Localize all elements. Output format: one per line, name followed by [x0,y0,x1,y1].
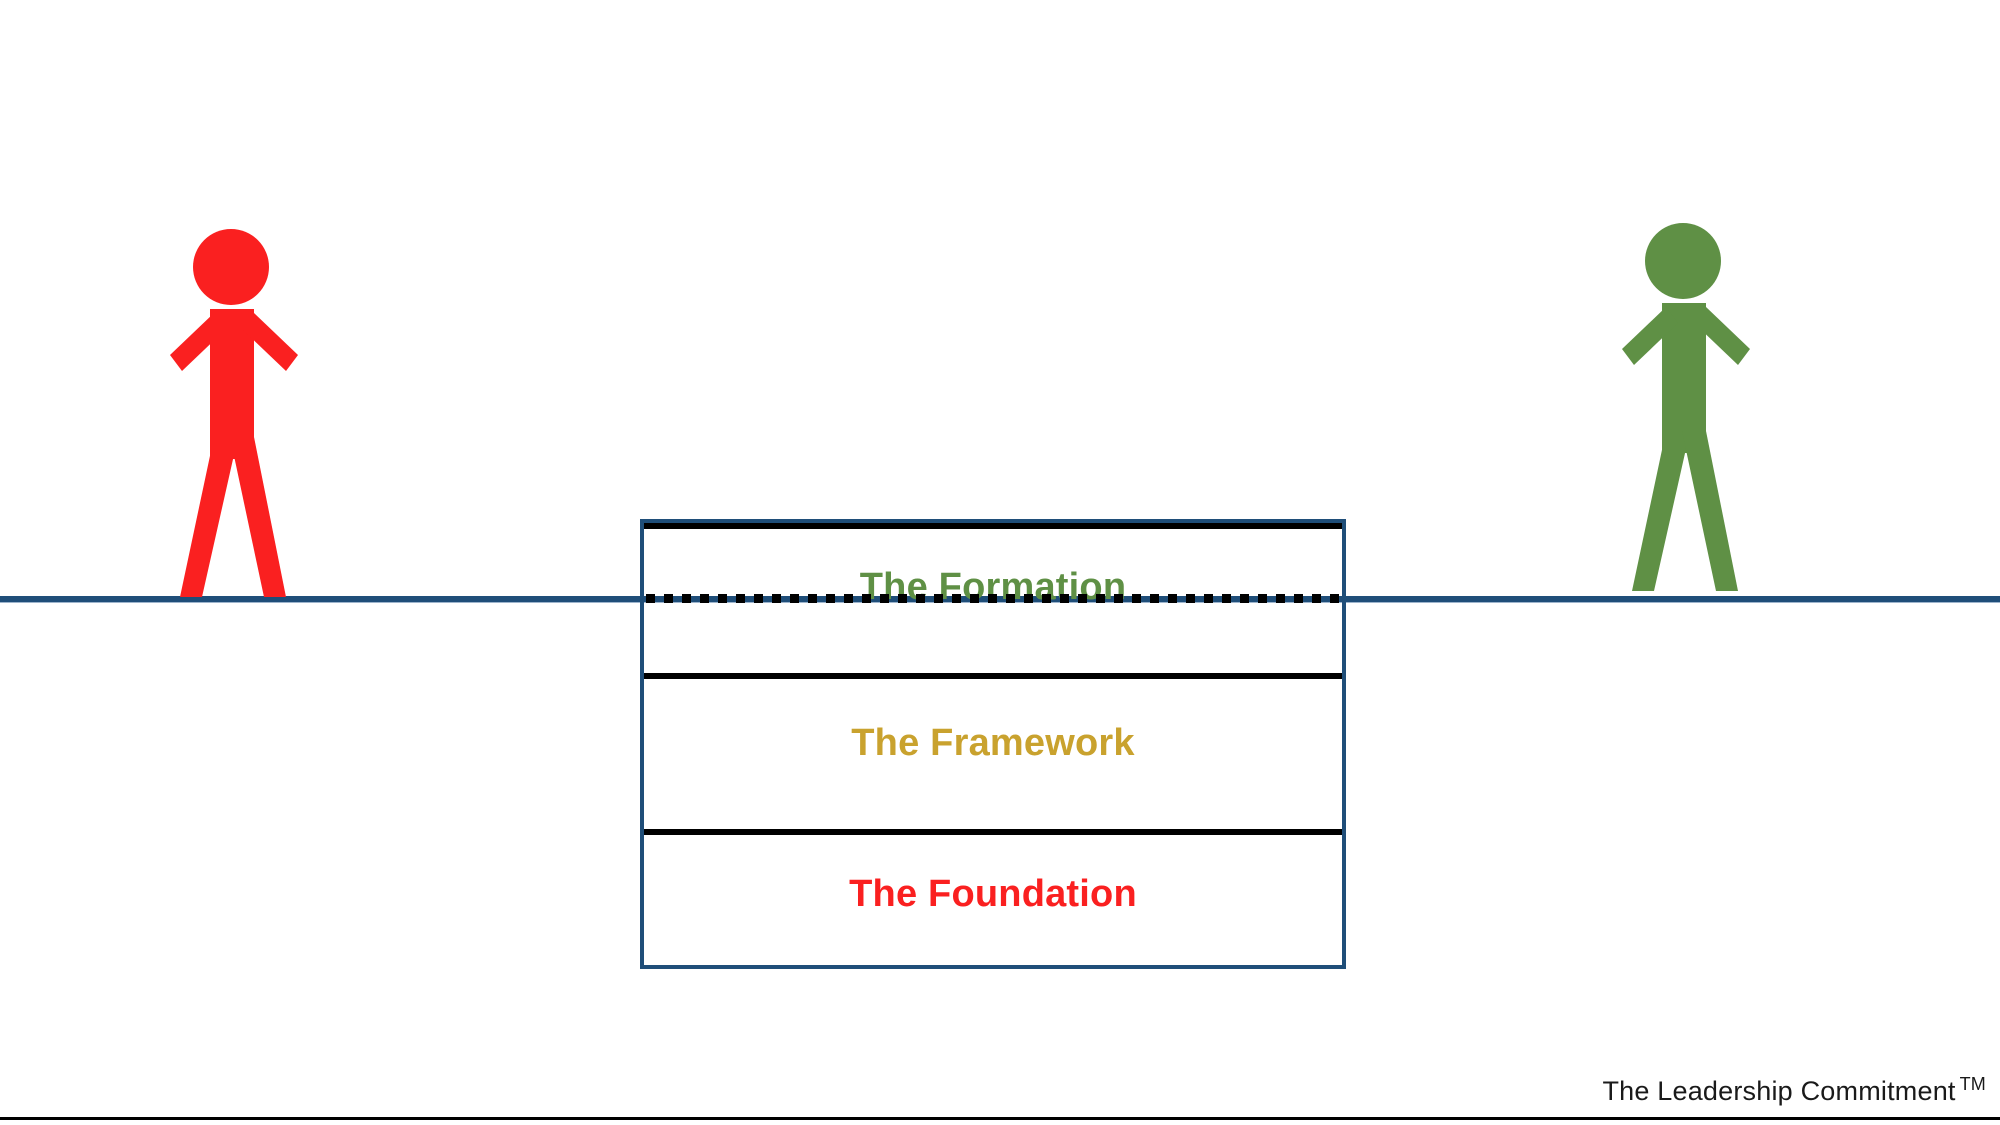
band-framework-label: The Framework [851,722,1135,764]
footer-rule [0,1117,2000,1120]
band-framework: The Framework [644,673,1342,829]
red-person-icon [170,229,298,597]
footer-brand-text: The Leadership Commitment [1602,1076,1956,1106]
red-person-figure [170,225,315,610]
band-foundation-label: The Foundation [849,873,1137,915]
dotted-waterline [646,594,1342,603]
three-layer-stack: The Formation The Framework The Foundati… [640,519,1346,969]
green-person-icon [1622,223,1750,591]
trademark-symbol: TM [1959,1074,1986,1094]
green-person-figure [1622,219,1767,604]
band-foundation: The Foundation [644,829,1342,973]
